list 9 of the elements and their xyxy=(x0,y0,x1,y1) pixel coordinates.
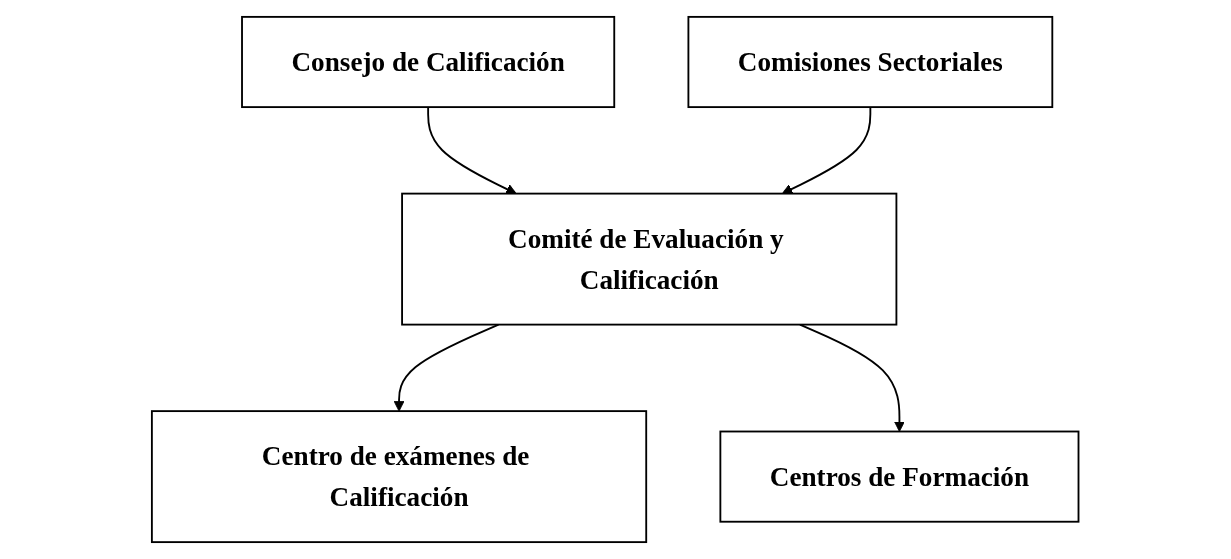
node-box: Consejo de Calificación xyxy=(241,15,616,109)
arrow xyxy=(393,323,500,412)
node-box: Comité de Evaluación y Calificación xyxy=(401,192,898,326)
arrow xyxy=(427,106,517,195)
node-box: Centro de exámenes de Calificación xyxy=(151,410,648,544)
node-box: Comisiones Sectoriales xyxy=(687,15,1054,109)
node-box: Centros de Formación xyxy=(719,430,1080,523)
arrow xyxy=(799,323,906,432)
arrow xyxy=(782,106,872,195)
